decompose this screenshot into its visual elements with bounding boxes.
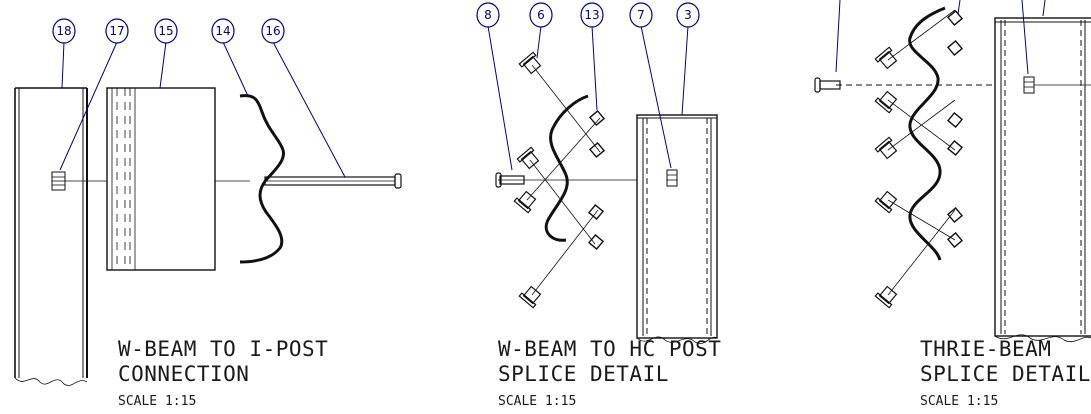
blockout (106, 87, 250, 271)
splice-bolt-lines (498, 64, 637, 296)
detail-w-beam-i-post (14, 87, 402, 386)
detail-3-title-line1: THRIE-BEAM (920, 337, 1051, 361)
svg-text:18: 18 (56, 24, 71, 38)
detail-2-title-line2: SPLICE DETAIL (498, 362, 669, 386)
callout-13: 13 (580, 2, 604, 111)
svg-text:8: 8 (484, 8, 492, 22)
svg-text:17: 17 (109, 24, 124, 38)
svg-text:3: 3 (684, 8, 692, 22)
thrie-beam-post (994, 17, 1091, 343)
svg-text:6: 6 (537, 8, 545, 22)
callout-3: 3 (676, 2, 700, 116)
button-head-bolts (495, 51, 542, 309)
callout-18: 18 (52, 18, 76, 89)
svg-text:16: 16 (265, 24, 280, 38)
detail-3-title-line2: SPLICE DETAIL (920, 362, 1091, 386)
w-beam-profile (239, 94, 285, 264)
thrie-beam-bolts (814, 9, 1091, 309)
detail-w-beam-hc-post (495, 51, 718, 344)
svg-text:7: 7 (637, 8, 645, 22)
callout-14: 14 (211, 18, 249, 97)
detail-1-scale: SCALE 1:15 (118, 394, 196, 409)
detail-2-title: W-BEAM TO HC POST SPLICE DETAIL SCALE 1:… (498, 337, 721, 409)
svg-text:15: 15 (158, 24, 173, 38)
callout-7: 7 (629, 2, 672, 169)
post-bolt (51, 171, 107, 191)
thrie-beam-leaders (835, 0, 1046, 75)
detail-1-title: W-BEAM TO I-POST CONNECTION SCALE 1:15 (118, 337, 328, 409)
i-post (14, 87, 88, 386)
splice-nuts (587, 109, 606, 251)
detail-2-title-line1: W-BEAM TO HC POST (498, 337, 721, 361)
detail-3-scale: SCALE 1:15 (920, 394, 998, 409)
w-beam-splice-profile (544, 94, 589, 242)
detail-1-title-line2: CONNECTION (118, 362, 249, 386)
svg-text:13: 13 (584, 8, 599, 22)
detail-3-title: THRIE-BEAM SPLICE DETAIL SCALE 1:15 (920, 337, 1091, 409)
detail-thrie-beam (814, 0, 1091, 343)
detail-2-scale: SCALE 1:15 (498, 394, 576, 409)
detail-1-title-line1: W-BEAM TO I-POST (118, 337, 328, 361)
callout-8: 8 (476, 2, 513, 171)
callout-17: 17 (59, 18, 129, 171)
thrie-beam-profile (908, 6, 946, 261)
callout-16: 16 (261, 18, 346, 178)
hc-post-bolt (666, 169, 678, 187)
callout-15: 15 (154, 18, 178, 89)
splice-bolt (264, 173, 402, 189)
hc-post (636, 114, 718, 344)
svg-text:14: 14 (215, 24, 230, 38)
callouts: 18 17 15 14 16 8 (52, 2, 700, 178)
callout-6: 6 (529, 2, 553, 59)
